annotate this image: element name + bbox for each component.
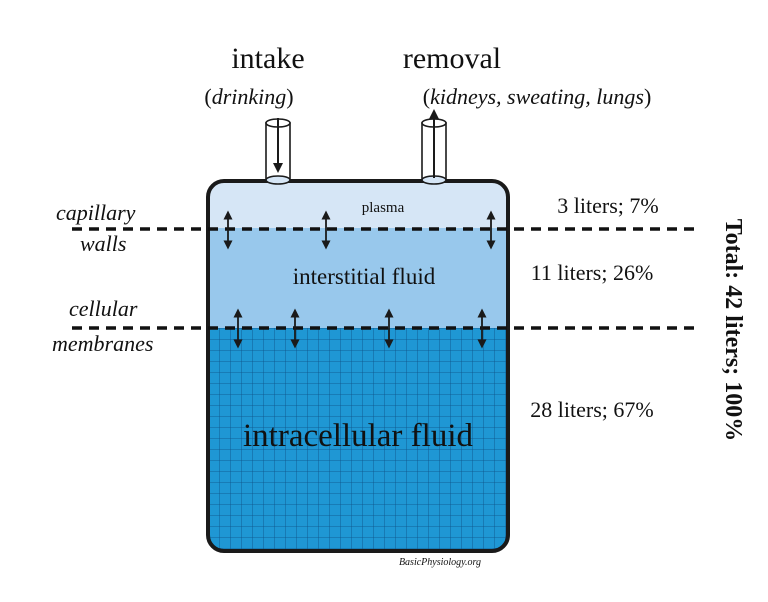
intracellular-label: intracellular fluid	[243, 418, 473, 454]
intake-tube	[265, 118, 291, 185]
cellular-label-line2: membranes	[52, 331, 153, 356]
interstitial-volume: 11 liters; 26%	[531, 260, 654, 285]
plasma-volume: 3 liters; 7%	[557, 193, 658, 218]
removal-tube	[421, 109, 447, 185]
credit-text: BasicPhysiology.org	[399, 557, 481, 568]
capillary-label-line2: walls	[80, 231, 126, 256]
total-label: Total: 42 liters; 100%	[720, 219, 746, 441]
intake-detail: (drinking)	[204, 84, 293, 109]
fluid-container	[208, 181, 508, 551]
membrane-exchange-arrows	[233, 308, 487, 349]
removal-detail: (kidneys, sweating, lungs)	[423, 84, 652, 109]
interstitial-compartment	[208, 228, 508, 328]
capillary-exchange-arrows	[223, 210, 496, 250]
intracellular-volume: 28 liters; 67%	[530, 397, 653, 422]
removal-title: removal	[403, 42, 501, 75]
plasma-label: plasma	[362, 200, 405, 216]
intake-title: intake	[231, 42, 304, 75]
capillary-label-line1: capillary	[56, 200, 136, 225]
cellular-label-line1: cellular	[69, 296, 138, 321]
container-outline	[206, 179, 510, 553]
plasma-compartment	[208, 181, 508, 228]
interstitial-label: interstitial fluid	[293, 264, 436, 289]
intracellular-grid	[208, 328, 508, 551]
